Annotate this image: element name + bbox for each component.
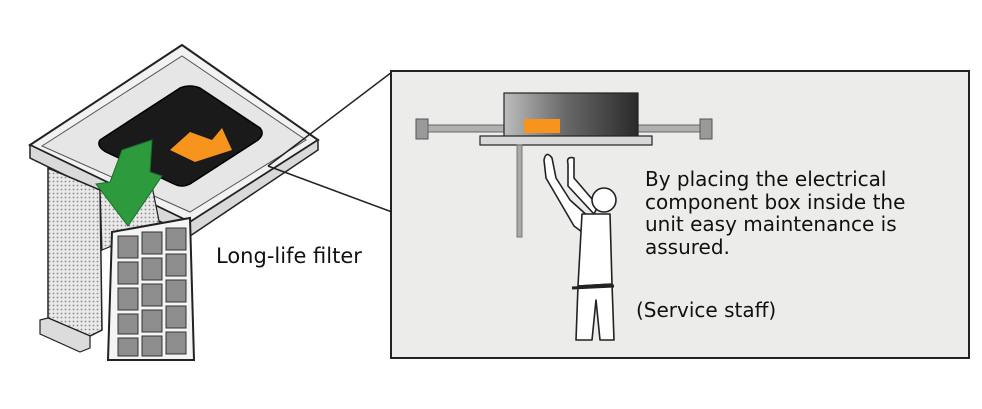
- description-line: By placing the electrical: [645, 167, 887, 191]
- electrical-box-icon: [524, 119, 560, 133]
- description-line: unit easy maintenance is: [645, 212, 897, 236]
- cassette-unit-illustration: [27, 43, 320, 361]
- filter-label: Long-life filter: [216, 244, 362, 268]
- maintenance-description: By placing the electrical component box …: [645, 168, 945, 258]
- staff-label: (Service staff): [636, 298, 777, 322]
- description-line: assured.: [645, 234, 730, 259]
- callout-line-bottom: [267, 165, 393, 213]
- filter-grid: [106, 216, 196, 361]
- description-line: component box inside the: [645, 189, 906, 214]
- detail-panel: [390, 70, 970, 359]
- callout-line-top: [267, 71, 393, 167]
- service-staff-figure: [543, 153, 617, 341]
